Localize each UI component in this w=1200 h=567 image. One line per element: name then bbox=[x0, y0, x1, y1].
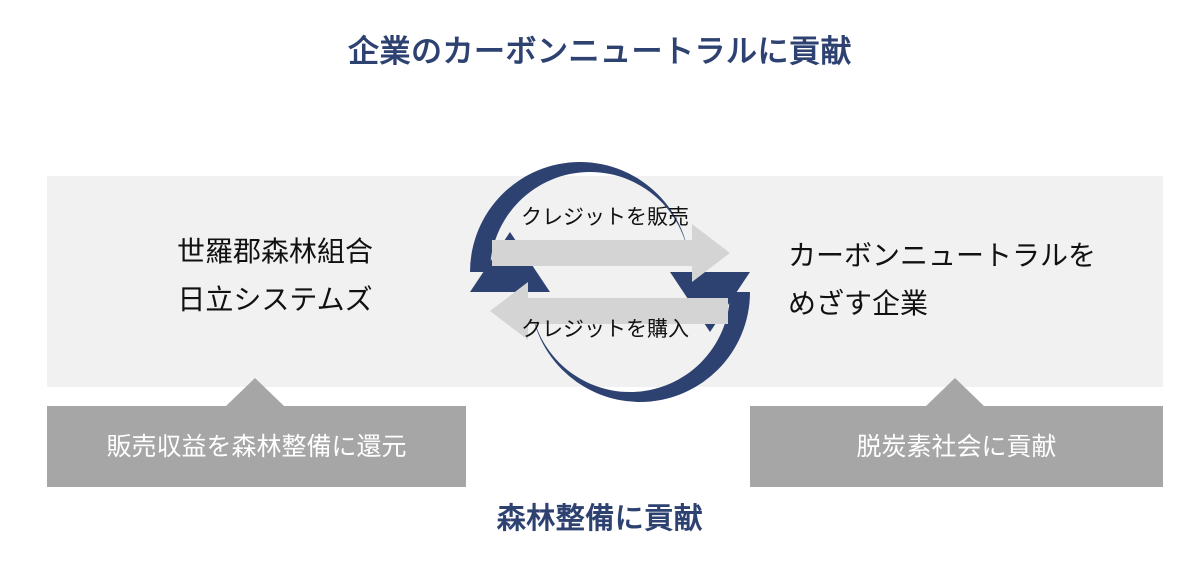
party-left-label: 世羅郡森林組合 日立システムズ bbox=[130, 228, 420, 324]
callout-right: 脱炭素社会に貢献 bbox=[750, 378, 1163, 487]
callout-left-pointer-icon bbox=[226, 378, 284, 406]
page-title-bottom: 森林整備に貢献 bbox=[496, 503, 704, 535]
party-right-line-2: めざす企業 bbox=[788, 288, 929, 319]
background-band bbox=[47, 176, 1163, 387]
party-right-label: カーボンニュートラルを めざす企業 bbox=[788, 232, 1108, 328]
callout-right-pointer-icon bbox=[926, 378, 984, 406]
sell-flow-arrow-icon bbox=[492, 224, 730, 282]
callout-right-text: 脱炭素社会に貢献 bbox=[856, 432, 1057, 461]
buy-flow-label: クレジットを購入 bbox=[521, 318, 689, 341]
sell-flow-label: クレジットを販売 bbox=[521, 206, 689, 229]
page-title-top: 企業のカーボンニュートラルに貢献 bbox=[348, 34, 852, 69]
callout-left-text: 販売収益を森林整備に還元 bbox=[106, 432, 407, 461]
cycle-diagram-graphic bbox=[470, 162, 750, 402]
party-right-line-1: カーボンニュートラルを bbox=[788, 240, 1097, 271]
callout-left: 販売収益を森林整備に還元 bbox=[47, 378, 466, 487]
party-left-line-1: 世羅郡森林組合 bbox=[176, 236, 373, 267]
buy-flow-arrow-icon bbox=[490, 282, 728, 340]
party-left-line-2: 日立システムズ bbox=[177, 284, 373, 315]
